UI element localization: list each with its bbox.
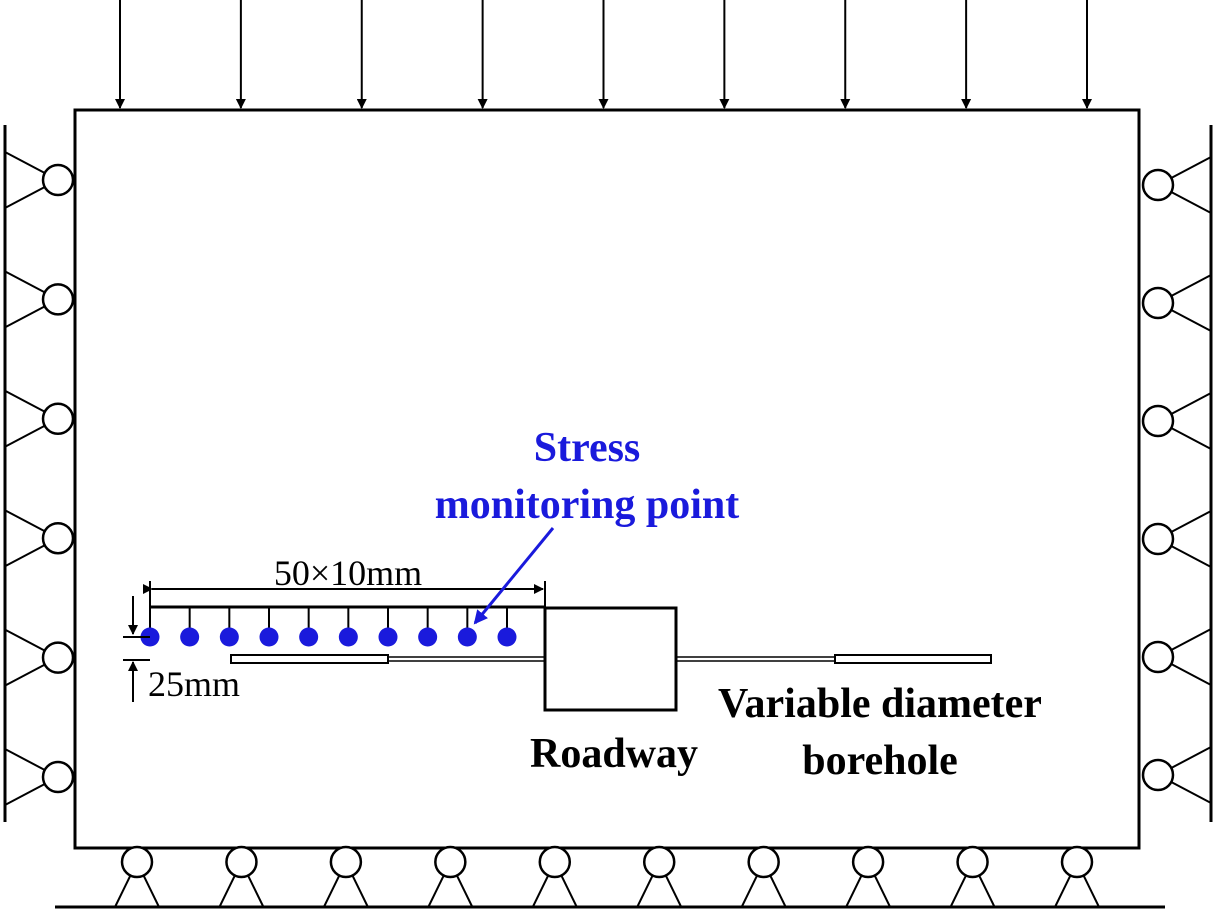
left-roller-support-5: [4, 628, 75, 687]
right-roller-supports: [1141, 156, 1212, 804]
right-support-roller: [1141, 640, 1175, 674]
bottom-roller-support-3: [322, 845, 369, 908]
right-support-roller: [1141, 522, 1175, 556]
borehole-right: [675, 654, 992, 664]
right-roller-support-5: [1141, 628, 1212, 686]
left-roller-support-1: [4, 151, 75, 209]
monitoring-point-8: [418, 627, 438, 647]
monitoring-point-6: [338, 627, 358, 647]
bottom-support-roller: [120, 845, 154, 879]
bottom-roller-support-6: [636, 845, 683, 908]
right-roller-support-2: [1141, 274, 1212, 332]
model-boundary: [73, 108, 1141, 850]
right-roller-support-4: [1141, 510, 1212, 568]
bottom-roller-support-8: [845, 845, 892, 908]
vertical-dimension: [123, 596, 150, 702]
horizontal-dimension-label: 50×10mm: [274, 553, 422, 593]
bottom-support-roller: [851, 845, 885, 879]
roadway-label: Roadway: [530, 731, 698, 777]
vertical-dimension-label: 25mm: [148, 664, 240, 704]
bottom-support-roller: [225, 845, 258, 879]
bottom-support-roller: [538, 845, 572, 879]
right-roller-support-1: [1141, 156, 1212, 214]
left-support-roller: [41, 402, 75, 436]
monitoring-point-3: [219, 627, 239, 647]
left-support-roller: [41, 283, 75, 316]
monitoring-points: [140, 627, 517, 647]
bottom-roller-supports: [114, 845, 1100, 908]
borehole-right-narrow-section: [675, 656, 836, 662]
borehole-left: [230, 654, 546, 664]
bottom-roller-support-1: [114, 845, 160, 908]
borehole-label-line2: borehole: [802, 738, 958, 784]
left-support-roller: [41, 163, 75, 197]
borehole-label-line1: Variable diameter: [718, 681, 1042, 727]
monitoring-point-5: [299, 627, 319, 647]
load-arrows: [115, 0, 1092, 109]
monitoring-point-10: [497, 627, 517, 647]
bottom-support-roller: [329, 845, 363, 879]
right-roller-support-3: [1141, 392, 1212, 450]
left-roller-support-4: [4, 509, 75, 568]
stress-monitoring-label-line2: monitoring point: [435, 482, 740, 528]
left-support-roller: [41, 641, 75, 674]
right-roller-support-6: [1141, 746, 1212, 804]
left-roller-support-2: [4, 270, 75, 329]
stress-monitoring-pointer: [473, 527, 555, 625]
bottom-roller-support-9: [949, 845, 996, 908]
right-support-roller: [1141, 758, 1175, 792]
right-support-roller: [1141, 404, 1175, 438]
borehole-left-narrow-section: [387, 656, 546, 662]
right-support-roller: [1141, 168, 1175, 202]
left-roller-support-6: [4, 748, 75, 806]
bottom-support-roller: [642, 845, 676, 879]
left-roller-supports: [4, 151, 75, 806]
borehole-right-wide-section: [834, 654, 992, 664]
left-support-roller: [41, 760, 75, 794]
right-support-roller: [1141, 286, 1175, 320]
stress-monitoring-label-line1: Stress: [534, 425, 641, 471]
bottom-support-roller: [956, 845, 989, 879]
bottom-roller-support-2: [218, 845, 265, 908]
bottom-support-roller: [1060, 845, 1094, 879]
monitoring-point-2: [180, 627, 200, 647]
monitoring-point-stems: [188, 607, 508, 628]
bottom-support-roller: [747, 845, 780, 879]
bottom-support-roller: [434, 845, 467, 879]
borehole-left-wide-section: [230, 654, 389, 664]
monitoring-point-4: [259, 627, 279, 647]
roadway: [543, 606, 678, 712]
monitoring-point-9: [457, 627, 477, 647]
left-roller-support-3: [4, 389, 75, 448]
monitoring-point-7: [378, 627, 398, 647]
bottom-roller-support-5: [531, 845, 578, 908]
bottom-roller-support-10: [1054, 845, 1100, 908]
left-support-roller: [41, 521, 75, 555]
bottom-roller-support-7: [740, 845, 787, 908]
bottom-roller-support-4: [427, 845, 474, 908]
